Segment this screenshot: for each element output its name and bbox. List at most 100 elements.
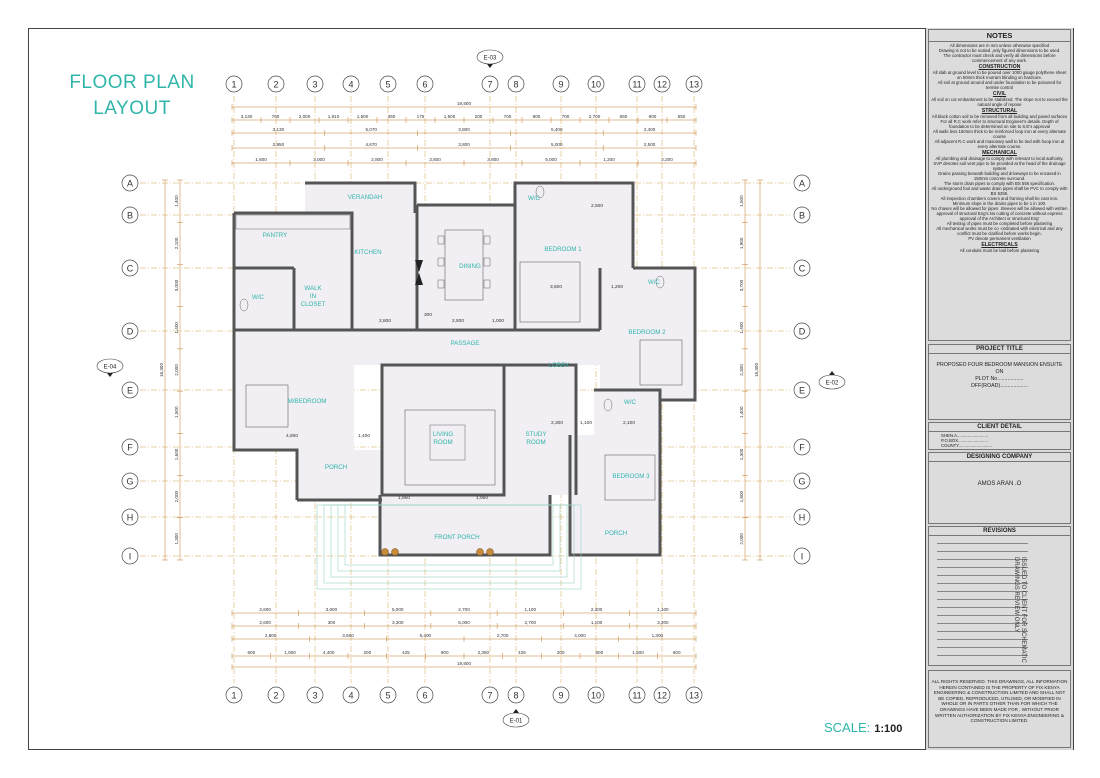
grid-label-row: H — [799, 513, 806, 523]
project-title-section: PROJECT TITLE PROPOSED FOUR BEDROOM MANS… — [928, 344, 1071, 420]
dimension-label: 2,800 — [265, 633, 277, 638]
grid-bubble-col — [416, 75, 434, 93]
grid-label-row: E — [127, 386, 133, 396]
grid-bubble-row — [793, 259, 811, 277]
grid-bubble-row — [793, 381, 811, 399]
grid-bubble-col — [628, 75, 646, 93]
note-line: The storm drain pipes to comply with BS … — [943, 181, 1056, 186]
dimension-label: 300 — [328, 620, 336, 625]
room-label: BEDROOM 3 — [612, 473, 650, 480]
grid-label-row: G — [798, 477, 805, 487]
grid-bubble-col — [653, 75, 671, 93]
room-label: W/C — [528, 195, 541, 202]
dimension-label: 900 — [441, 650, 449, 655]
room-label-line: DINING — [459, 263, 481, 270]
revision-row — [937, 623, 1028, 624]
note-line: All slab at ground level to be poured ov… — [932, 70, 1067, 80]
designing-company-heading: DESIGNING COMPANY — [929, 453, 1070, 462]
dimension-label: 600 — [247, 650, 255, 655]
dimension-label: 200 — [363, 650, 371, 655]
dimension-label: 3,000 — [313, 157, 325, 162]
note-line: All walls less 150mm thick to be reinfor… — [932, 129, 1067, 139]
grid-bubble-col — [552, 686, 570, 704]
rights-text: ALL RIGHTS RESERVED. THIS DRAWINGS, ALL … — [931, 679, 1068, 724]
dimension-label: 2,300 — [591, 607, 603, 612]
grid-bubble-col — [685, 75, 703, 93]
dimension-label: 1,400 — [174, 322, 179, 334]
revision-row — [937, 631, 1028, 632]
section-marker-label: E-03 — [484, 56, 497, 62]
grid-bubble-col — [653, 686, 671, 704]
note-line: All conduits must be laid before plaster… — [959, 248, 1040, 253]
note-line: All plumbing and drainage to comply with… — [935, 156, 1064, 161]
grid-label-col: 10 — [591, 691, 601, 701]
dimension-label: 900 — [533, 114, 541, 119]
toilet-icon — [535, 185, 545, 199]
revision-row — [937, 583, 1028, 584]
grid-bubble-col — [225, 686, 243, 704]
room-floor — [297, 450, 382, 500]
wall — [633, 266, 697, 402]
dimension-label: 5,000 — [545, 157, 557, 162]
revision-row — [937, 615, 1028, 616]
grid-bubble-row — [793, 508, 811, 526]
chair-icon — [437, 279, 445, 289]
interior-dimension-label: 2,300 — [551, 420, 563, 426]
dimension-label: 4,670 — [365, 142, 377, 147]
client-detail-section: CLIENT DETAIL SHEN.A....................… — [928, 422, 1071, 450]
project-line: PROPOSED FOUR BEDROOM MANSION ENSUITE — [936, 362, 1063, 368]
revision-row — [937, 575, 1028, 576]
designing-company-name: AMOS ARAN .O — [977, 481, 1022, 487]
dimension-label: 3,800 — [458, 142, 470, 147]
scale-value: 1:100 — [874, 723, 903, 735]
dimension-label: 1,100 — [591, 620, 603, 625]
grid-label-col: 7 — [487, 80, 492, 90]
dimension-label: 650 — [620, 114, 628, 119]
dimension-label: 2,700 — [525, 620, 537, 625]
client-line: SHEN.A.......................... — [941, 433, 989, 438]
grid-label-col: 13 — [689, 691, 699, 701]
interior-dimension-label: 2,100 — [623, 420, 635, 426]
room-label-line: W/C — [648, 279, 661, 286]
note-line: All testing of pipes must be completed b… — [946, 221, 1053, 226]
project-line: PLOT No.................. — [975, 376, 1024, 382]
drawing-sheet — [28, 28, 1074, 750]
grid-label-col: 5 — [385, 691, 390, 701]
note-line: Drains passing beneath building and driv… — [938, 171, 1061, 181]
dimension-label: 1,100 — [525, 607, 537, 612]
note-line: No chases will be allowed for pipes .Sle… — [931, 206, 1068, 221]
grid-label-row: B — [127, 211, 133, 221]
section-marker-arrow-icon — [107, 373, 113, 377]
dimension-label: 19,800 — [457, 101, 471, 106]
dimension-label: 5,400 — [420, 633, 432, 638]
counter-icon — [235, 214, 351, 230]
dimension-label: 200 — [475, 114, 483, 119]
notes-subheading: CIVIL — [992, 91, 1007, 97]
interior-dimension-label: 1,100 — [580, 420, 592, 426]
room-label-line: PANTRY — [263, 232, 288, 239]
dimension-label: 1,000 — [284, 650, 296, 655]
dimension-label: 4,000 — [574, 633, 586, 638]
section-marker-arrow-icon — [513, 709, 519, 713]
room-label-line: PORCH — [325, 464, 347, 471]
column-icon — [476, 548, 484, 556]
interior-dimension-label: 300 — [424, 312, 432, 318]
grid-label-col: 11 — [632, 691, 641, 701]
scale-label: SCALE:1:100 — [824, 720, 902, 735]
grid-bubble-row — [793, 438, 811, 456]
grid-bubble-row — [793, 206, 811, 224]
grid-label-row: I — [801, 552, 804, 562]
revisions-section: REVISIONS ISSUED TO CLIENT FOR SCHEMATIC… — [928, 526, 1071, 666]
grid-label-row: C — [127, 264, 134, 274]
dimension-label: 3,700 — [739, 279, 744, 291]
grid-bubble-col — [481, 75, 499, 93]
grid-bubble-col — [587, 75, 605, 93]
notes-section: NOTES All dimensions are in mm unless ot… — [928, 29, 1071, 341]
dimension-label: 3,800 — [429, 157, 441, 162]
plan-title-line2: LAYOUT — [93, 98, 171, 119]
dimension-label: 2,500 — [644, 142, 656, 147]
room-floor — [380, 495, 550, 555]
grid-bubble-col — [342, 75, 360, 93]
section-marker-label: E-01 — [510, 719, 523, 725]
room-label-line: W/C — [528, 195, 541, 202]
